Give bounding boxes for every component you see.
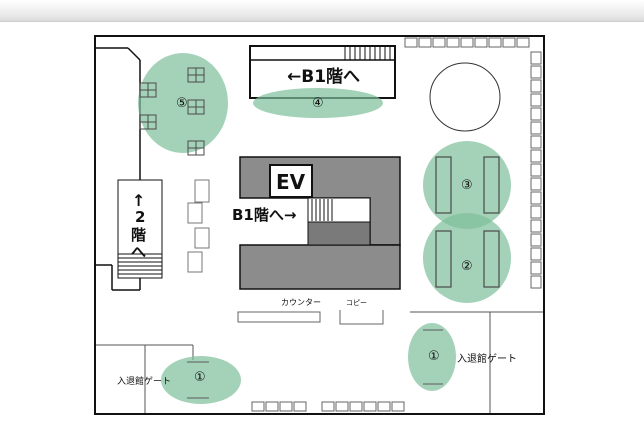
bottom-windows [251,401,405,412]
center-left-tables [187,179,210,273]
counter-desk [237,311,321,323]
zone-4[interactable] [253,88,383,118]
zone-2[interactable] [423,213,511,303]
core-lower [239,244,401,290]
zone5-tables [139,67,205,156]
label-ev: EV [276,170,306,194]
zone-shelves [435,156,500,288]
zone-4-label: ④ [312,96,324,111]
zone-5[interactable] [138,53,228,153]
zone-2-label: ② [461,259,473,274]
right-windows [530,51,542,289]
zone-5-label: ⑤ [176,96,188,111]
label-gate-right: 入退館ゲート [457,352,517,365]
gate-posts [187,329,443,399]
window-top-bar [0,0,644,22]
top-divider [0,21,644,22]
copy-area [339,310,384,325]
label-to-b1-top: ←B1階へ [287,67,360,87]
zone-3[interactable] [423,141,511,229]
zone-1-left-label: ① [194,370,206,385]
zone-1-right[interactable] [408,323,456,391]
zone-3-label: ③ [461,178,473,193]
round-table [429,62,501,132]
label-to-b1-stairs: B1階へ→ [232,206,296,224]
label-copy: コピー [346,299,367,307]
label-gate-left: 入退館ゲート [117,375,171,387]
label-to-2f-num: 2 [135,208,145,226]
center-stair-steps [311,199,333,221]
label-to-2f-kai: 階 [131,226,146,244]
top-windows [404,37,530,48]
zone-1-left[interactable] [161,356,241,404]
left-stair-steps [118,253,162,275]
zone-1-right-label: ① [428,349,440,364]
label-to-2f-arrow: ↑ [132,191,145,210]
label-counter: カウンター [281,298,321,307]
top-stair-steps [344,46,391,60]
zone-circles [138,53,511,404]
elevator-box [269,164,313,198]
label-to-2f-he: へ [131,243,146,261]
